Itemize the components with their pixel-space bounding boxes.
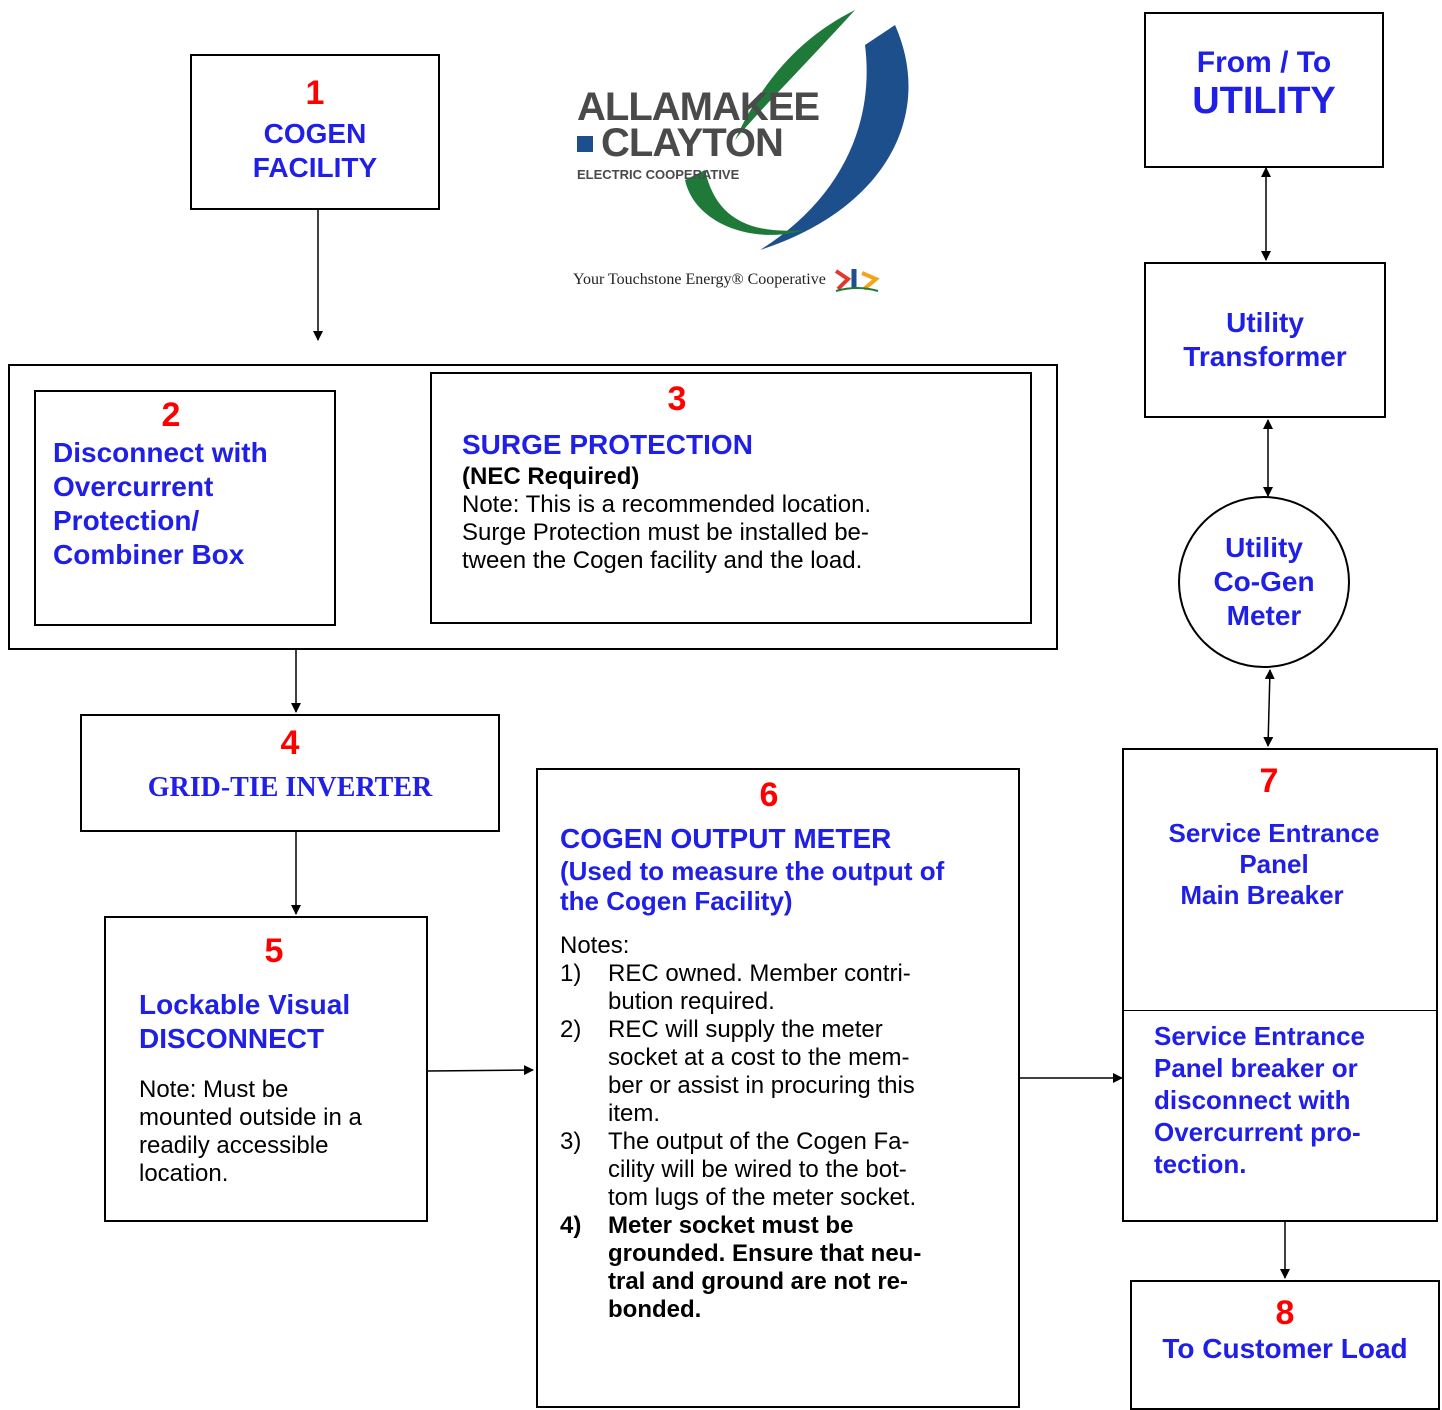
logo-swoosh-icon [685, 10, 909, 250]
step-number: 1 [305, 74, 325, 112]
note-text: REC owned. Member contri- [608, 960, 911, 987]
disconnect-note: readily accessible [139, 1132, 329, 1159]
cogen-facility-box: 1 COGEN FACILITY [190, 54, 440, 210]
box-title: Utility [1226, 307, 1304, 338]
notes-label: Notes: [560, 932, 630, 959]
step-number: 2 [161, 396, 181, 434]
box-title: FACILITY [252, 152, 378, 183]
arrow-meter-to-7 [1263, 669, 1275, 747]
box-title: Overcurrent [53, 471, 214, 502]
step-number: 6 [759, 776, 779, 814]
note-text: tral and ground are not re- [608, 1268, 909, 1295]
note-text: bonded. [608, 1296, 702, 1323]
logo-line-1: ALLAMAKEE [577, 85, 820, 129]
note-item: 1) REC owned. Member contri- bution requ… [560, 960, 944, 1016]
box-title: Protection/ [53, 505, 200, 536]
arrow-5-to-6 [427, 1065, 534, 1076]
disconnect-combiner-box: 2 Disconnect with Overcurrent Protection… [34, 390, 336, 626]
note-text: socket at a cost to the mem- [608, 1044, 910, 1071]
grid-tie-inverter-box: 4 GRID-TIE INVERTER [80, 714, 500, 832]
lockable-disconnect-box: 5 Lockable Visual DISCONNECT Note: Must … [104, 916, 428, 1222]
main-breaker-label: Panel [1239, 849, 1309, 879]
utility-transformer-box: Utility Transformer [1144, 262, 1386, 418]
surge-note: Surge Protection must be installed be- [462, 519, 869, 546]
note-text: tom lugs of the meter socket. [608, 1184, 917, 1211]
step-number: 4 [280, 724, 300, 762]
logo-line-3: ELECTRIC COOPERATIVE [577, 167, 740, 182]
note-item: 2) REC will supply the meter socket at a… [560, 1016, 944, 1128]
service-entrance-panel-box: 7 Service Entrance Panel Main Breaker Se… [1122, 748, 1438, 1222]
note-text: item. [608, 1100, 661, 1127]
allamakee-clayton-logo: ALLAMAKEE CLAYTON ELECTRIC COOPERATIVE Y… [565, 5, 925, 305]
touchstone-figures-icon [834, 269, 880, 292]
meter-subtitle: the Cogen Facility) [560, 886, 793, 916]
panel-breaker-label: Service Entrance [1154, 1021, 1366, 1051]
note-text: Meter socket must be [608, 1212, 854, 1239]
note-number: 1) [560, 960, 582, 987]
disconnect-note: location. [139, 1160, 229, 1187]
utility-box: From / To UTILITY [1144, 12, 1384, 168]
box-title: DISCONNECT [139, 1023, 325, 1054]
box-title: GRID-TIE INVERTER [147, 772, 433, 803]
disconnect-note: Note: Must be [139, 1076, 289, 1103]
box-title: Lockable Visual [139, 989, 351, 1020]
note-text: REC will supply the meter [608, 1016, 883, 1043]
logo-square-icon [577, 135, 593, 152]
box-title: Disconnect with [53, 437, 268, 468]
note-text: cility will be wired to the bot- [608, 1156, 907, 1183]
note-item: 3) The output of the Cogen Fa- cility wi… [560, 1128, 944, 1212]
surge-subtitle: (NEC Required) [462, 463, 640, 490]
box-title: To Customer Load [1162, 1333, 1408, 1364]
panel-divider [1124, 1010, 1436, 1011]
notes-list: 1) REC owned. Member contri- bution requ… [560, 960, 944, 1324]
panel-breaker-label: tection. [1154, 1149, 1247, 1179]
step-number: 3 [667, 380, 687, 418]
panel-breaker-label: Overcurrent pro- [1154, 1117, 1361, 1147]
surge-note: tween the Cogen facility and the load. [462, 547, 863, 574]
utility-line-2: UTILITY [1192, 80, 1336, 122]
meter-subtitle: (Used to measure the output of [560, 856, 945, 886]
surge-title: SURGE PROTECTION [462, 429, 753, 460]
panel-breaker-label: Panel breaker or [1154, 1053, 1358, 1083]
meter-line-3: Meter [1226, 600, 1302, 631]
note-text: The output of the Cogen Fa- [608, 1128, 910, 1155]
meter-line-1: Utility [1225, 532, 1303, 563]
note-text: grounded. Ensure that neu- [608, 1240, 922, 1267]
logo-line-2: CLAYTON [601, 121, 784, 165]
box-title: Transformer [1183, 341, 1347, 372]
note-text: bution required. [608, 988, 775, 1015]
meter-line-2: Co-Gen [1213, 566, 1315, 597]
surge-note: Note: This is a recommended location. [462, 491, 872, 518]
note-number: 2) [560, 1016, 582, 1043]
main-breaker-label: Main Breaker [1180, 880, 1344, 910]
customer-load-box: 8 To Customer Load [1130, 1280, 1440, 1410]
step-number: 8 [1275, 1294, 1295, 1332]
box-title: COGEN [263, 118, 367, 149]
meter-title: COGEN OUTPUT METER [560, 823, 892, 854]
note-text: ber or assist in procuring this [608, 1072, 915, 1099]
box-title: Combiner Box [53, 539, 245, 570]
note-item: 4) Meter socket must be grounded. Ensure… [560, 1212, 944, 1324]
utility-line-1: From / To [1196, 46, 1332, 79]
main-breaker-label: Service Entrance [1168, 818, 1380, 848]
logo-tagline: Your Touchstone Energy® Cooperative [573, 271, 826, 288]
disconnect-note: mounted outside in a [139, 1104, 362, 1131]
utility-cogen-meter-circle: Utility Co-Gen Meter [1178, 496, 1350, 668]
step-number: 7 [1259, 762, 1279, 800]
step-number: 5 [264, 932, 284, 970]
note-number: 3) [560, 1128, 582, 1155]
cogen-output-meter-box: 6 COGEN OUTPUT METER (Used to measure th… [536, 768, 1020, 1408]
surge-protection-box: 3 SURGE PROTECTION (NEC Required) Note: … [430, 372, 1032, 624]
note-number: 4) [560, 1212, 582, 1239]
panel-breaker-label: disconnect with [1154, 1085, 1351, 1115]
